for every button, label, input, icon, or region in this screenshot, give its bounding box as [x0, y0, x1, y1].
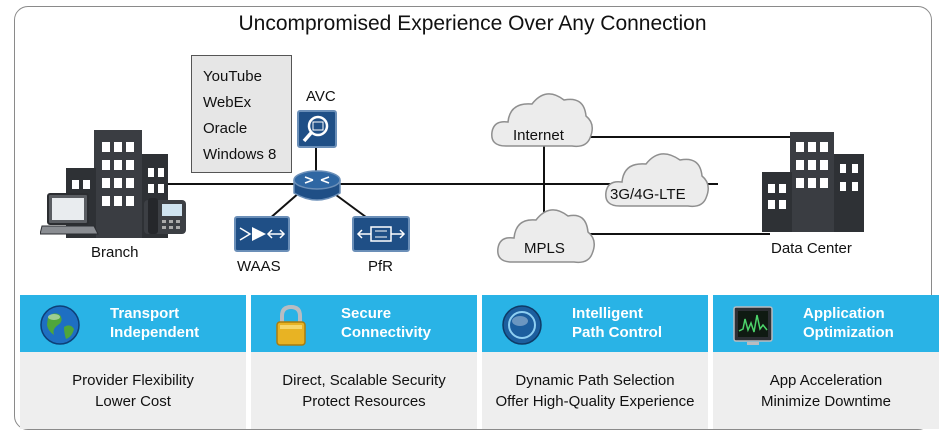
panel-line-1: Provider Flexibility: [72, 372, 194, 389]
datacenter-label: Data Center: [771, 240, 852, 257]
router-icon: [293, 170, 341, 201]
panel-line-2: Offer High-Quality Experience: [495, 393, 695, 410]
path-control-icon: [502, 305, 542, 345]
panel-header: Transport Independent: [20, 295, 246, 352]
monitor-chart-icon: [733, 306, 773, 345]
panel-line-1: App Acceleration: [769, 372, 883, 389]
app-list-item: WebEx: [203, 94, 252, 111]
magnifier-icon: [302, 115, 329, 143]
app-list-item: YouTube: [203, 68, 262, 85]
panel-line-1: Direct, Scalable Security: [282, 372, 446, 389]
panel-header: Intelligent Path Control: [482, 295, 708, 352]
panel-header: Secure Connectivity: [251, 295, 477, 352]
panel-secure-connectivity: Secure Connectivity Direct, Scalable Sec…: [251, 295, 477, 429]
waas-arrow-icon: [239, 227, 286, 241]
pfr-device: [352, 216, 410, 252]
diagram-title: Uncompromised Experience Over Any Connec…: [238, 12, 707, 35]
lte-label: 3G/4G-LTE: [610, 186, 686, 203]
mpls-label: MPLS: [524, 240, 565, 257]
padlock-icon: [276, 304, 306, 346]
panel-line-2: Minimize Downtime: [760, 393, 892, 410]
panel-application-optimization: Application Optimization App Acceleratio…: [713, 295, 939, 429]
mpls-cloud-icon: [497, 209, 595, 264]
lte-cloud-icon: [605, 153, 709, 208]
panel-line-2: Protect Resources: [302, 393, 426, 410]
waas-device: [234, 216, 290, 252]
app-list-item: Windows 8: [203, 146, 277, 163]
panel-title: Application Optimization: [803, 305, 894, 341]
app-list-box: YouTube WebEx Oracle Windows 8: [191, 55, 292, 173]
branch-label: Branch: [91, 244, 139, 261]
panel-line-2: Lower Cost: [95, 393, 171, 410]
internet-cloud-icon: [491, 93, 593, 148]
laptop-icon: [40, 193, 99, 235]
pfr-link-line: [331, 191, 371, 221]
panel-title: Transport Independent: [110, 305, 200, 341]
panel-header: Application Optimization: [713, 295, 939, 352]
avc-device: [297, 110, 337, 148]
waas-label: WAAS: [237, 258, 281, 275]
globe-icon: [40, 305, 80, 345]
internet-label: Internet: [513, 127, 564, 144]
app-list-item: Oracle: [203, 120, 248, 137]
panel-title: Secure Connectivity: [341, 305, 432, 341]
pfr-path-icon: [356, 226, 406, 242]
avc-label: AVC: [306, 88, 336, 105]
pfr-label: PfR: [368, 258, 394, 275]
waas-link-line: [267, 191, 301, 221]
ip-phone-icon: [144, 198, 186, 234]
datacenter-building-icon: [762, 132, 864, 232]
panel-title: Intelligent Path Control: [572, 305, 662, 341]
panel-transport-independent: Transport Independent Provider Flexibili…: [20, 295, 246, 429]
panel-line-1: Dynamic Path Selection: [515, 372, 675, 389]
panel-intelligent-path-control: Intelligent Path Control Dynamic Path Se…: [482, 295, 708, 429]
